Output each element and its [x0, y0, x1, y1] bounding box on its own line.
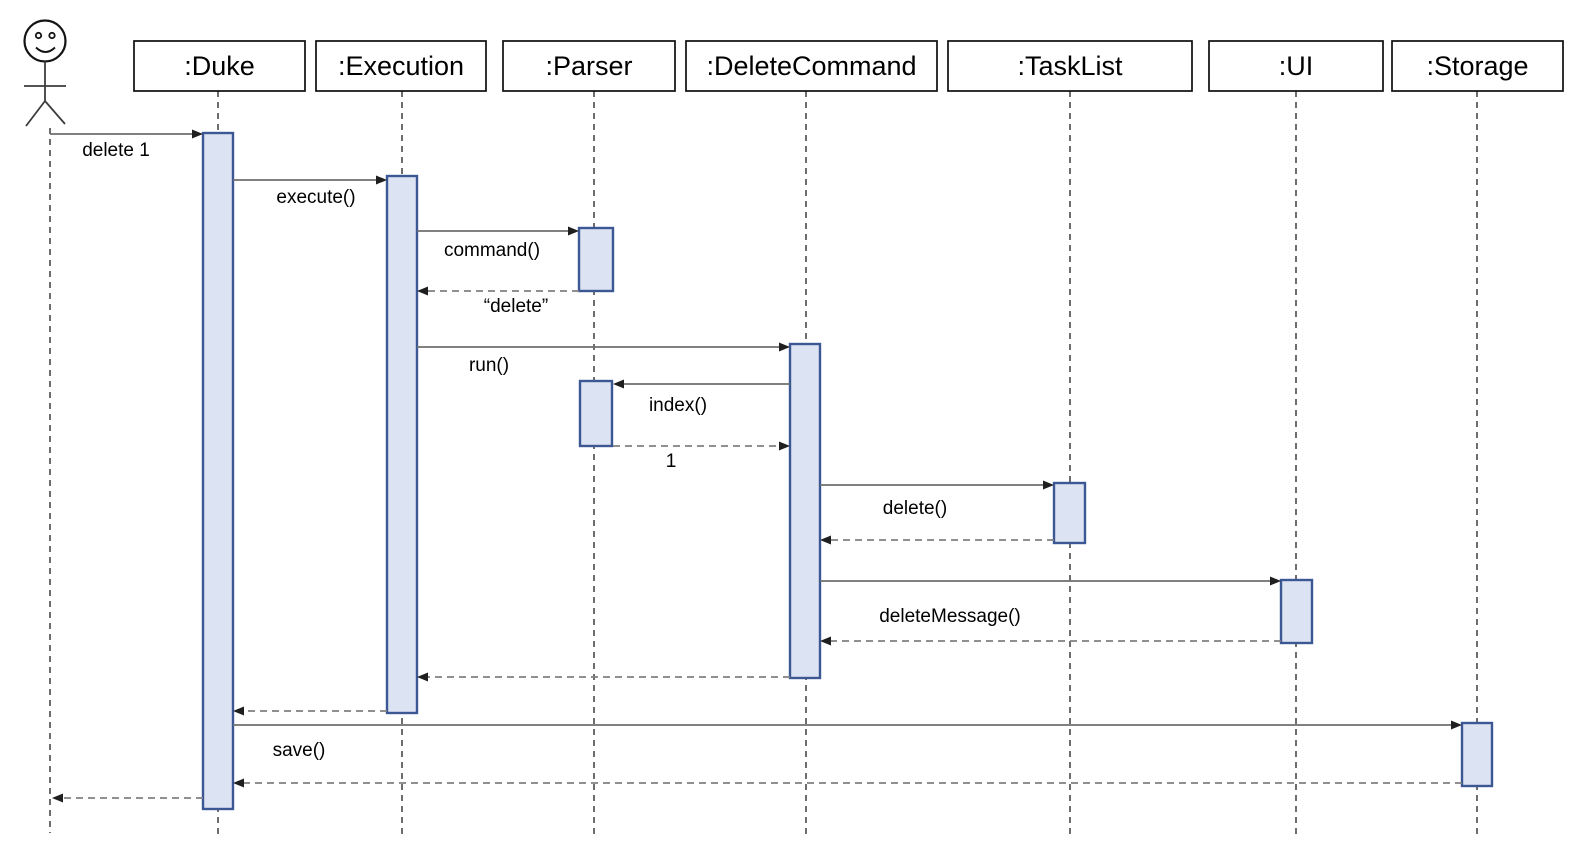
arrowhead-icon-deletemessage [1270, 576, 1281, 586]
arrowhead-icon-delete-1 [192, 129, 203, 139]
lifeline-head-deletecommand [685, 40, 938, 92]
lifeline-head-tasklist [947, 40, 1193, 92]
lifeline-head-storage [1391, 40, 1564, 92]
actor-smile-icon [35, 46, 56, 53]
lifeline-head-ui [1208, 40, 1384, 92]
arrowhead-icon-reply [233, 778, 244, 788]
message-label-execute: execute() [276, 187, 355, 208]
lifeline-label-execution: :Execution [338, 51, 464, 81]
lifeline-label-duke: :Duke [184, 51, 255, 81]
arrowhead-icon-index [613, 379, 624, 389]
lifeline-head-duke [133, 40, 306, 92]
arrowhead-icon-execute [376, 175, 387, 185]
arrowhead-icon-1 [779, 441, 790, 451]
activation-bar-deletecommand [788, 342, 822, 680]
arrowhead-icon-reply [820, 535, 831, 545]
arrowhead-icon-save [1451, 720, 1462, 730]
activation-bar-tasklist [1052, 481, 1087, 545]
lifeline-head-execution [315, 40, 487, 92]
message-label-deletemessage: deleteMessage() [879, 606, 1021, 627]
actor-leg-right [44, 100, 66, 125]
lifeline-label-tasklist: :TaskList [1017, 51, 1123, 81]
arrowhead-icon-run [779, 342, 790, 352]
actor-leg-left [25, 100, 46, 127]
actor-head-icon [23, 19, 67, 63]
lifeline-label-ui: :UI [1279, 51, 1314, 81]
activation-bar-execution [385, 174, 419, 715]
lifeline-label-deletecommand: :DeleteCommand [706, 51, 916, 81]
actor-eye-icon [48, 31, 56, 40]
message-label-save: save() [273, 740, 326, 761]
arrowhead-icon-reply [820, 636, 831, 646]
activation-bar-ui [1279, 578, 1314, 645]
arrowhead-icon-reply [233, 706, 244, 716]
lifeline-label-parser: :Parser [545, 51, 632, 81]
arrowhead-icon-reply [417, 672, 428, 682]
actor-eye-icon [34, 31, 43, 40]
lifeline-head-parser [502, 40, 676, 92]
activation-bar-parser-index [578, 379, 614, 448]
actor-figure [23, 19, 67, 127]
arrowhead-icon-delete [1043, 480, 1054, 490]
message-label-delete: delete() [883, 498, 947, 519]
message-label-delete: “delete” [484, 296, 548, 317]
lifeline-label-storage: :Storage [1426, 51, 1528, 81]
activation-bar-parser-command [577, 226, 615, 293]
arrowhead-icon-command [568, 226, 579, 236]
message-label-run: run() [469, 355, 509, 376]
arrowhead-icon-reply [52, 793, 63, 803]
message-label-1: 1 [666, 451, 677, 472]
arrowhead-icon-delete [417, 286, 428, 296]
message-label-index: index() [649, 395, 707, 416]
activation-bar-duke [201, 131, 235, 811]
activation-bar-storage [1460, 721, 1494, 788]
message-label-delete-1: delete 1 [82, 140, 150, 161]
message-label-command: command() [444, 240, 540, 261]
